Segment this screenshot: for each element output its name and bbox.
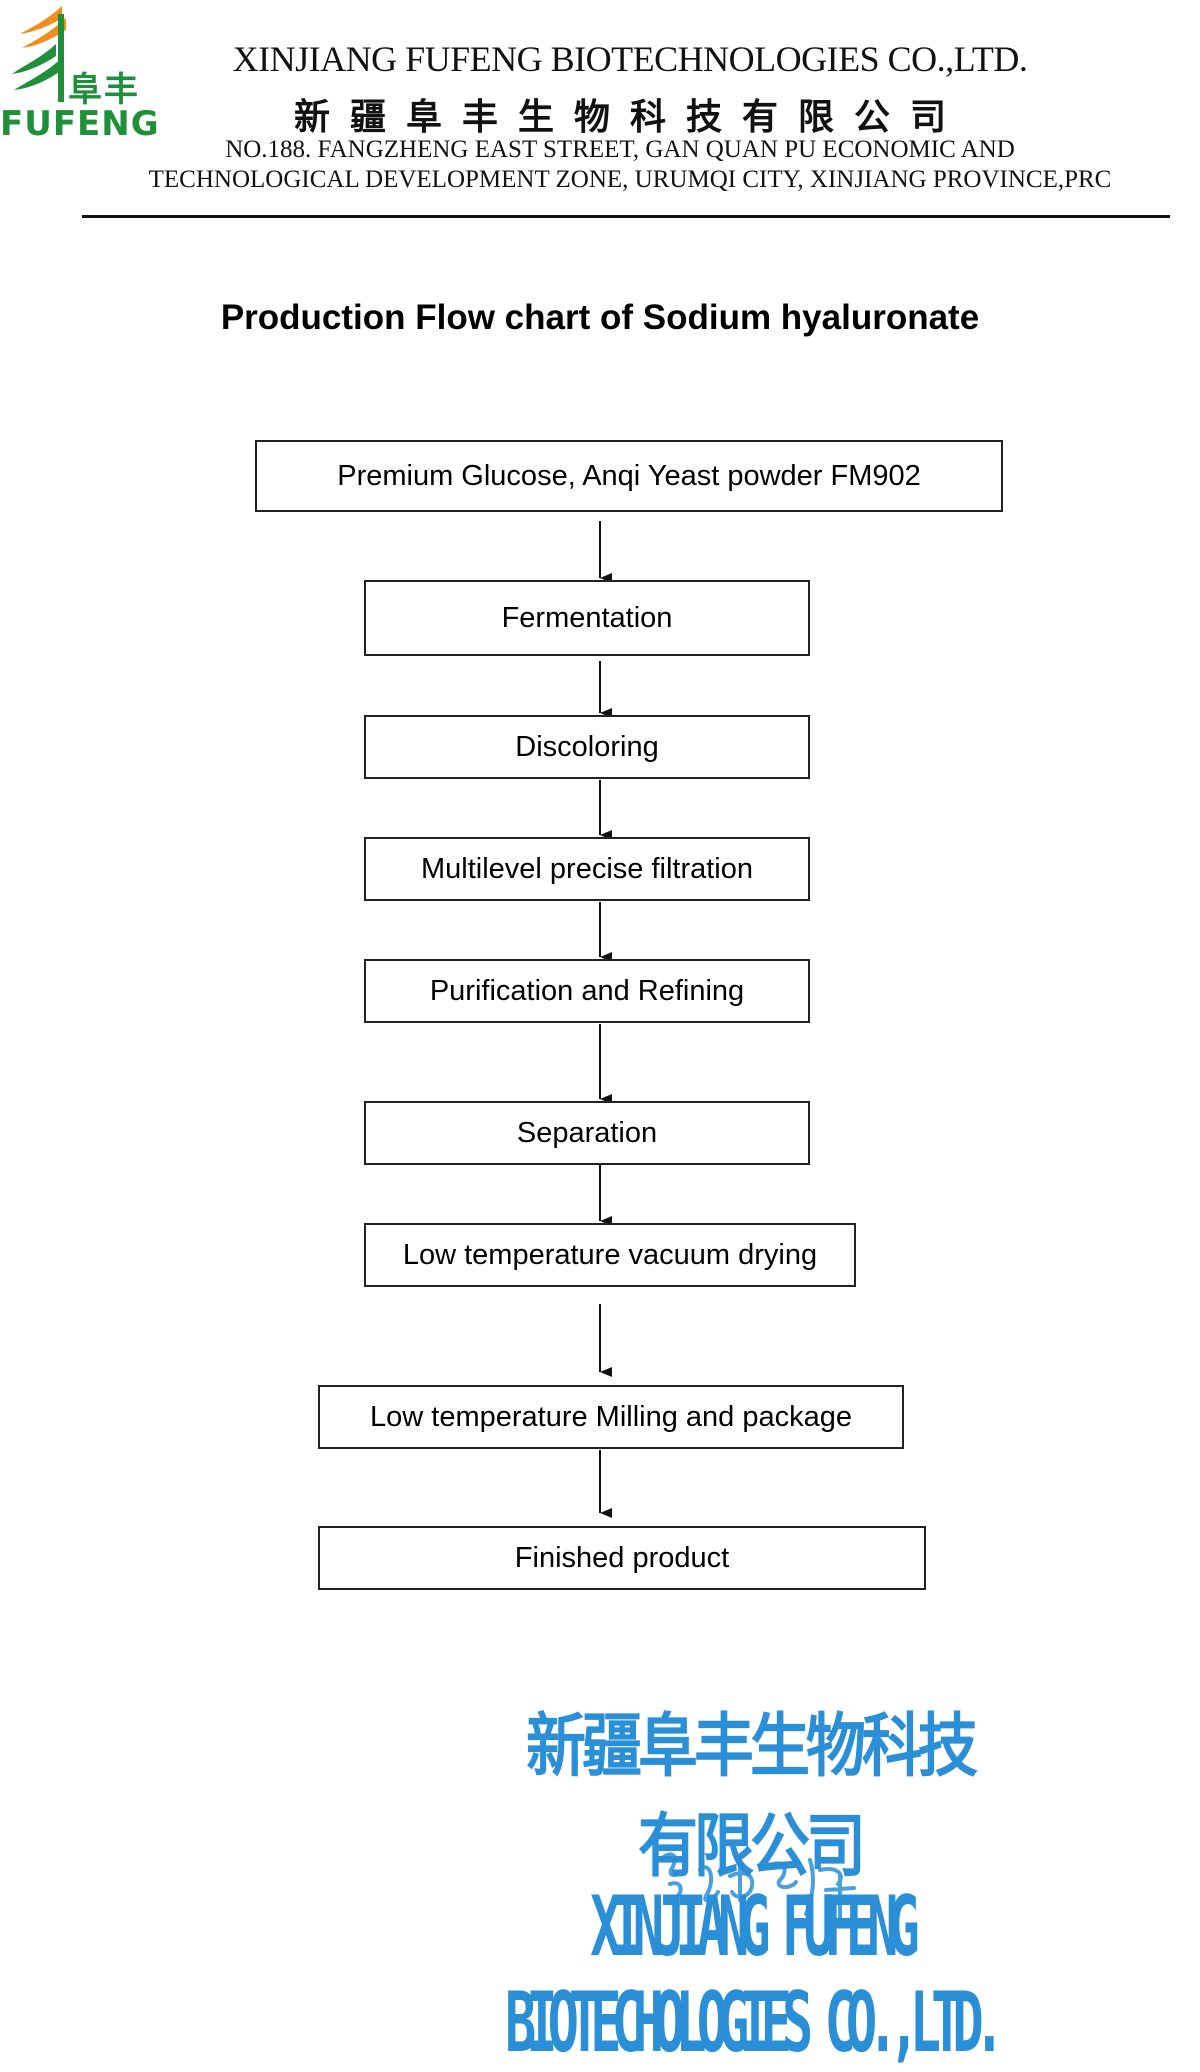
step-filtration: Multilevel precise filtration [364, 837, 810, 901]
step-vacuum-drying: Low temperature vacuum drying [364, 1223, 856, 1287]
step-fermentation: Fermentation [364, 580, 810, 656]
logo-swoosh-icon [12, 6, 66, 102]
stamp-chinese-text: 新疆阜丰生物科技有限公司 [526, 1706, 978, 1887]
address-line-1: NO.188. FANGZHENG EAST STREET, GAN QUAN … [225, 136, 1015, 163]
company-name-cn: 新疆阜丰生物科技有限公司 [293, 97, 966, 138]
step-finished-product: Finished product [318, 1526, 926, 1590]
header-divider [82, 215, 1170, 218]
step-milling-package: Low temperature Milling and package [318, 1385, 904, 1449]
step-discoloring: Discoloring [364, 715, 810, 779]
page-title: Production Flow chart of Sodium hyaluron… [220, 298, 980, 337]
step-purification: Purification and Refining [364, 959, 810, 1023]
fufeng-logo: 阜丰 FUFENG [0, 4, 165, 144]
step-separation: Separation [364, 1101, 810, 1165]
address-line-2: TECHNOLOGICAL DEVELOPMENT ZONE, URUMQI C… [148, 166, 1112, 193]
step-raw-materials: Premium Glucose, Anqi Yeast powder FM902 [255, 440, 1003, 512]
company-name-en: XINJIANG FUFENG BIOTECHNOLOGIES CO.,LTD. [232, 39, 1028, 79]
logo-chinese-text: 阜丰 [68, 70, 140, 110]
document-page: 阜丰 FUFENG XINJIANG FUFENG BIOTECHNOLOGIE… [0, 4, 1170, 2072]
logo-english-text: FUFENG [0, 104, 160, 144]
handwritten-signature [658, 1852, 856, 1922]
flow-arrows [599, 521, 612, 1518]
